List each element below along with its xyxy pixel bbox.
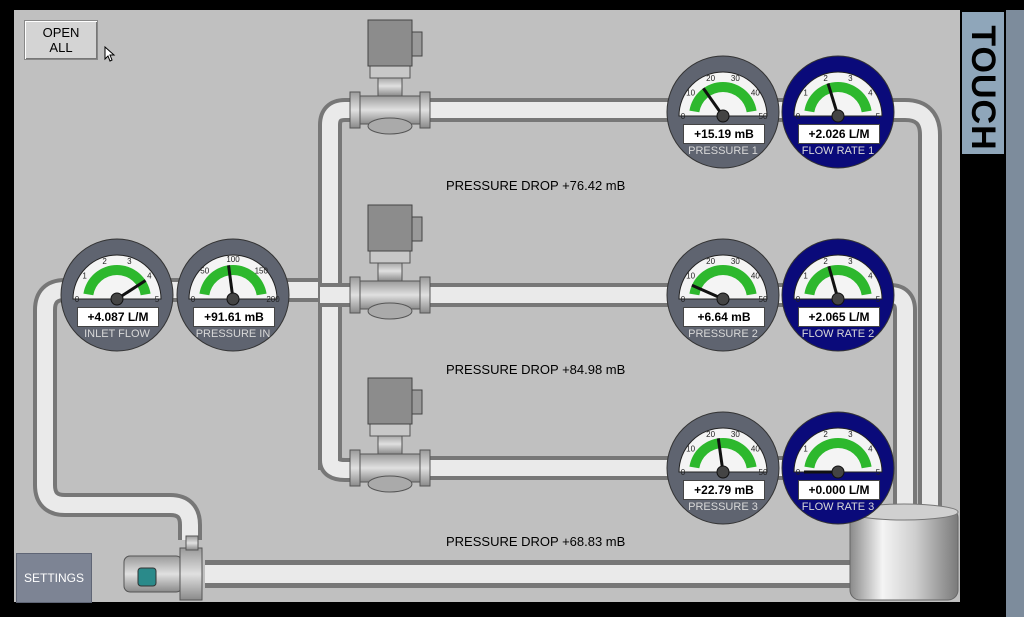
- gauge-tick-label: 4: [868, 88, 873, 97]
- gauge-tick-label: 5: [876, 112, 881, 121]
- gauge-tick-label: 3: [127, 257, 132, 266]
- pressure-1-gauge-readout: +15.19 mB: [683, 124, 765, 144]
- gauge-tick-label: 0: [796, 468, 801, 477]
- pressure-2-gauge-caption: PRESSURE 2: [688, 328, 758, 340]
- gauge-tick-label: 150: [255, 267, 269, 276]
- gauge-tick-label: 0: [681, 112, 686, 121]
- pressure-1-gauge-caption: PRESSURE 1: [688, 145, 758, 157]
- gauge-tick-label: 4: [868, 444, 873, 453]
- gauge-tick-label: 0: [75, 295, 80, 304]
- pressure-drop-1: PRESSURE DROP +76.42 mB: [446, 178, 626, 193]
- gauge-tick-label: 40: [751, 271, 760, 280]
- gauge-tick-label: 3: [848, 257, 853, 266]
- gauge-tick-label: 0: [796, 295, 801, 304]
- gauge-tick-label: 0: [796, 112, 801, 121]
- gauge-tick-label: 0: [191, 295, 196, 304]
- gauge-tick-label: 5: [155, 295, 160, 304]
- flow-rate-3-gauge-caption: FLOW RATE 3: [801, 501, 875, 513]
- gauge-tick-label: 30: [731, 74, 740, 83]
- flow-rate-1-gauge-readout: +2.026 L/M: [798, 124, 880, 144]
- pump[interactable]: [123, 535, 203, 601]
- gauge-tick-label: 20: [706, 257, 715, 266]
- gauge-tick-label: 2: [823, 74, 828, 83]
- gauge-tick-label: 200: [266, 295, 280, 304]
- gauge-tick-label: 20: [706, 74, 715, 83]
- gauge-tick-label: 20: [706, 430, 715, 439]
- flow-rate-2-gauge-caption: FLOW RATE 2: [801, 328, 875, 340]
- gauge-tick-label: 2: [823, 430, 828, 439]
- valve-3[interactable]: [349, 377, 431, 493]
- gauge-tick-label: 50: [759, 112, 768, 121]
- gauge-tick-label: 100: [226, 255, 240, 264]
- gauge-tick-label: 2: [102, 257, 107, 266]
- gauge-tick-label: 50: [759, 295, 768, 304]
- gauge-tick-label: 5: [876, 295, 881, 304]
- gauge-tick-label: 10: [686, 444, 695, 453]
- inlet-flow-gauge-caption: INLET FLOW: [84, 328, 150, 340]
- gauge-tick-label: 4: [868, 271, 873, 280]
- touch-tab[interactable]: TOUCH: [962, 12, 1004, 154]
- flow-rate-1-gauge-caption: FLOW RATE 1: [801, 145, 875, 157]
- inlet-flow-gauge-readout: +4.087 L/M: [77, 307, 159, 327]
- gauge-tick-label: 0: [681, 295, 686, 304]
- flow-rate-2-gauge-readout: +2.065 L/M: [798, 307, 880, 327]
- gauge-tick-label: 1: [82, 271, 87, 280]
- pressure-in-gauge-readout: +91.61 mB: [193, 307, 275, 327]
- gauge-tick-label: 4: [147, 271, 152, 280]
- right-strip: [1006, 10, 1024, 617]
- pressure-3-gauge-caption: PRESSURE 3: [688, 501, 758, 513]
- gauge-tick-label: 40: [751, 88, 760, 97]
- gauge-tick-label: 0: [681, 468, 686, 477]
- gauge-tick-label: 1: [803, 88, 808, 97]
- pressure-drop-2: PRESSURE DROP +84.98 mB: [446, 362, 626, 377]
- gauge-tick-label: 3: [848, 74, 853, 83]
- gauge-tick-label: 2: [823, 257, 828, 266]
- pressure-3-gauge-readout: +22.79 mB: [683, 480, 765, 500]
- gauge-tick-label: 1: [803, 444, 808, 453]
- gauge-tick-label: 40: [751, 444, 760, 453]
- valve-1[interactable]: [349, 19, 431, 135]
- gauge-tick-label: 3: [848, 430, 853, 439]
- gauge-tick-label: 1: [803, 271, 808, 280]
- mouse-cursor-icon: [104, 46, 116, 62]
- gauge-tick-label: 5: [876, 468, 881, 477]
- settings-button[interactable]: SETTINGS: [16, 553, 92, 603]
- flow-rate-3-gauge-readout: +0.000 L/M: [798, 480, 880, 500]
- gauge-tick-label: 10: [686, 271, 695, 280]
- valve-2[interactable]: [349, 204, 431, 320]
- pressure-2-gauge-readout: +6.64 mB: [683, 307, 765, 327]
- gauge-tick-label: 50: [200, 267, 209, 276]
- pressure-in-gauge-caption: PRESSURE IN: [195, 328, 271, 340]
- open-all-button[interactable]: OPEN ALL: [24, 20, 98, 60]
- pressure-drop-3: PRESSURE DROP +68.83 mB: [446, 534, 626, 549]
- gauge-tick-label: 10: [686, 88, 695, 97]
- gauge-tick-label: 30: [731, 430, 740, 439]
- gauge-tick-label: 30: [731, 257, 740, 266]
- gauge-tick-label: 50: [759, 468, 768, 477]
